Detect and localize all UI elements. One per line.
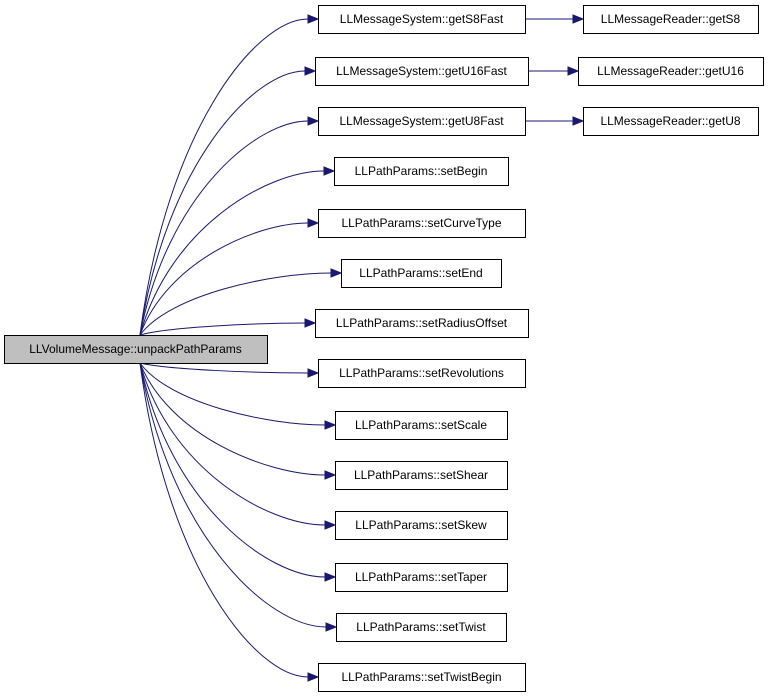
node-label-root: LLVolumeMessage::unpackPathParams [29,342,242,356]
node-box-getS8 [583,5,759,34]
node-label-getS8Fast: LLMessageSystem::getS8Fast [340,12,504,26]
arrowhead-getU8 [572,116,585,126]
arrowhead-getU8Fast [307,116,320,126]
node-box-getU8Fast [318,107,526,136]
edge-root-to-setTaper [139,362,326,578]
node-box-setShear [335,461,508,490]
arrowhead-setBegin [323,166,336,176]
node-box-getU16 [578,57,764,86]
node-label-setTaper: LLPathParams::setTaper [355,570,487,584]
node-box-setSkew [335,511,508,540]
edge-root-to-setSkew [139,362,326,526]
arrowhead-setScale [324,420,337,430]
node-label-setTwistBegin: LLPathParams::setTwistBegin [341,670,501,684]
node-box-setRadiusOffset [315,309,529,338]
node-setTaper[interactable]: LLPathParams::setTaper [335,563,508,592]
arrowhead-setTwist [325,622,338,632]
node-getS8Fast[interactable]: LLMessageSystem::getS8Fast [318,5,526,34]
node-getU16Fast[interactable]: LLMessageSystem::getU16Fast [315,57,529,86]
node-root[interactable]: LLVolumeMessage::unpackPathParams [4,335,268,364]
node-label-getU8: LLMessageReader::getU8 [600,114,740,128]
edge-root-to-getS8Fast [139,18,309,336]
arrowhead-setCurveType [307,218,320,228]
node-setShear[interactable]: LLPathParams::setShear [335,461,508,490]
edge-root-to-setRadiusOffset [139,322,306,336]
node-setCurveType[interactable]: LLPathParams::setCurveType [318,209,526,238]
node-setScale[interactable]: LLPathParams::setScale [335,411,508,440]
node-box-getS8Fast [318,5,526,34]
node-setRadiusOffset[interactable]: LLPathParams::setRadiusOffset [315,309,529,338]
node-label-setRevolutions: LLPathParams::setRevolutions [339,366,504,380]
node-layer: LLVolumeMessage::unpackPathParams LLMessa… [4,5,764,692]
node-getU8Fast[interactable]: LLMessageSystem::getU8Fast [318,107,526,136]
node-label-setShear: LLPathParams::setShear [354,468,488,482]
arrowhead-getU16 [567,66,580,76]
node-box-setTwist [336,613,507,642]
node-box-setEnd [341,259,502,288]
node-getU16[interactable]: LLMessageReader::getU16 [578,57,764,86]
arrowhead-getS8Fast [307,14,320,24]
node-getS8[interactable]: LLMessageReader::getS8 [583,5,759,34]
node-label-setEnd: LLPathParams::setEnd [359,266,482,280]
node-box-setRevolutions [318,359,526,388]
node-label-getU16: LLMessageReader::getU16 [597,64,744,78]
node-getU8[interactable]: LLMessageReader::getU8 [583,107,759,136]
arrowhead-setRevolutions [307,368,320,378]
node-box-getU16Fast [315,57,529,86]
edge-root-to-setCurveType [139,222,309,336]
node-label-setBegin: LLPathParams::setBegin [355,164,488,178]
node-label-getU8Fast: LLMessageSystem::getU8Fast [339,114,504,128]
edge-root-to-getU8Fast [139,120,309,336]
edge-root-to-setRevolutions [139,362,309,374]
arrowhead-setRadiusOffset [304,318,317,328]
edge-root-to-setScale [139,362,326,426]
node-label-setCurveType: LLPathParams::setCurveType [341,216,501,230]
edge-root-to-getU16Fast [139,70,306,336]
arrowhead-setTaper [324,572,337,582]
arrowhead-setSkew [324,520,337,530]
node-box-setScale [335,411,508,440]
node-setEnd[interactable]: LLPathParams::setEnd [341,259,502,288]
arrowhead-setTwistBegin [307,672,320,682]
arrowhead-setEnd [330,268,343,278]
node-box-getU8 [583,107,759,136]
edge-root-to-setBegin [139,170,325,336]
node-setRevolutions[interactable]: LLPathParams::setRevolutions [318,359,526,388]
node-label-getS8: LLMessageReader::getS8 [601,12,741,26]
node-setTwist[interactable]: LLPathParams::setTwist [336,613,507,642]
node-setTwistBegin[interactable]: LLPathParams::setTwistBegin [318,663,526,692]
node-box-setTwistBegin [318,663,526,692]
node-box-root [4,335,268,364]
arrowhead-getS8 [572,14,585,24]
node-box-setTaper [335,563,508,592]
edge-layer [139,14,585,682]
node-setBegin[interactable]: LLPathParams::setBegin [334,157,509,186]
edge-root-to-setShear [139,362,326,476]
node-box-setCurveType [318,209,526,238]
arrowhead-setShear [324,470,337,480]
edge-root-to-setTwistBegin [139,362,309,678]
node-box-setBegin [334,157,509,186]
edge-root-to-setTwist [139,362,327,628]
node-label-setScale: LLPathParams::setScale [355,418,487,432]
node-setSkew[interactable]: LLPathParams::setSkew [335,511,508,540]
node-label-setTwist: LLPathParams::setTwist [356,620,486,634]
node-label-getU16Fast: LLMessageSystem::getU16Fast [336,64,507,78]
node-label-setRadiusOffset: LLPathParams::setRadiusOffset [336,316,508,330]
edge-root-to-setEnd [139,272,332,336]
node-label-setSkew: LLPathParams::setSkew [355,518,487,532]
arrowhead-getU16Fast [304,66,317,76]
